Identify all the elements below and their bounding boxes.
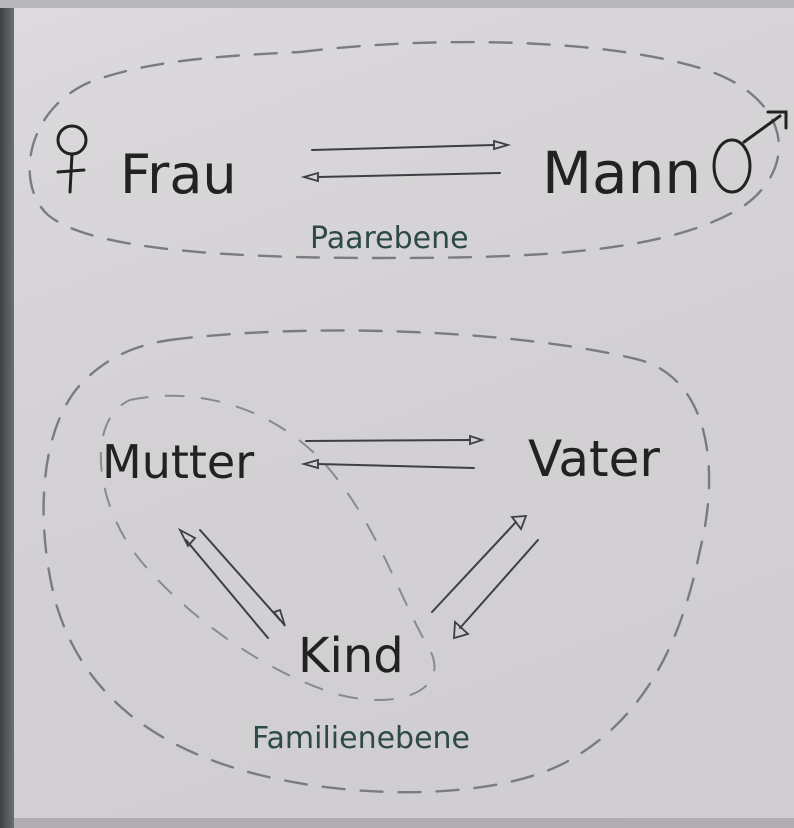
arrowhead-down-right	[272, 608, 286, 627]
arrowhead-up-right	[510, 515, 528, 531]
arrowhead-left	[300, 458, 319, 470]
arrow-kind-to-vater	[431, 521, 517, 613]
arrowhead-right	[469, 434, 485, 446]
paarebene-boundary	[28, 40, 780, 260]
arrowhead-right	[493, 139, 512, 151]
board-frame-left	[0, 0, 14, 828]
label-familienebene: Familienebene	[252, 721, 470, 756]
arrow-mann-to-frau	[317, 172, 501, 178]
arrowhead-down-left	[453, 620, 470, 640]
familienebene-outer-boundary	[42, 329, 711, 794]
arrowhead-left	[300, 171, 319, 183]
arrow-mutter-to-vater	[305, 439, 471, 442]
arrow-frau-to-mann	[311, 144, 495, 151]
arrow-vater-to-kind	[459, 539, 539, 629]
label-paarebene: Paarebene	[310, 221, 469, 256]
mutter-kind-arrows	[177, 527, 286, 639]
flipchart-paper	[14, 8, 794, 818]
parent-relation-arrows	[300, 434, 485, 470]
node-mutter: Mutter	[102, 435, 254, 489]
female-symbol-icon	[56, 124, 88, 194]
arrowhead-up-left	[177, 527, 197, 548]
male-symbol-icon	[712, 110, 788, 194]
arrow-vater-to-mutter	[317, 463, 475, 469]
node-kind: Kind	[298, 628, 404, 684]
vater-kind-arrows	[431, 515, 539, 640]
couple-relation-arrows	[300, 139, 512, 183]
node-vater: Vater	[528, 430, 660, 488]
node-mann: Mann	[542, 139, 701, 207]
arrow-kind-to-mutter	[185, 539, 269, 639]
familienebene-inner-triangle	[99, 394, 436, 701]
board-frame-bottom	[14, 818, 794, 828]
arrow-mutter-to-kind	[199, 529, 281, 621]
board-frame-top	[0, 0, 794, 8]
node-frau: Frau	[120, 143, 237, 206]
